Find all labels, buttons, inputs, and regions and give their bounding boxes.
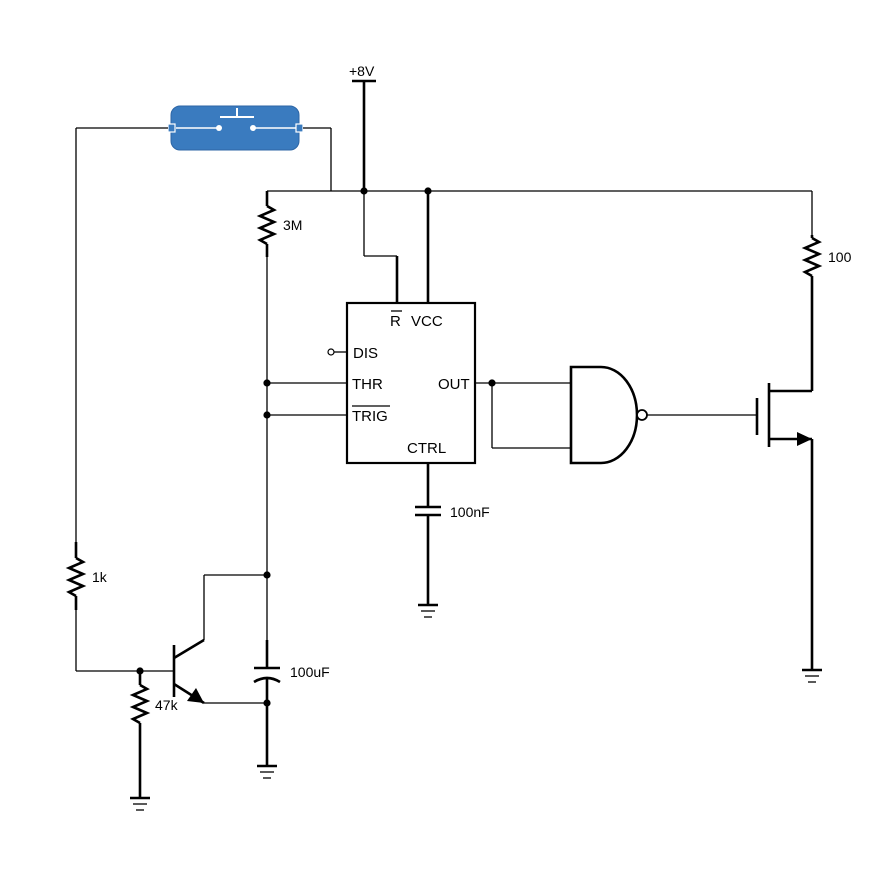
supply-label: +8V — [349, 63, 375, 79]
pin-trig-label: TRIG — [352, 408, 388, 425]
ground-icon — [802, 668, 822, 683]
timer-ic-555: R VCC DIS THR TRIG OUT CTRL — [327, 191, 571, 507]
junction-dot — [263, 411, 271, 419]
timing-node-wires — [203, 257, 347, 640]
capacitor-100nf-label: 100nF — [450, 504, 490, 520]
junction-dot — [263, 379, 271, 387]
resistor-47k-label: 47k — [155, 697, 179, 713]
ground-icon — [130, 796, 150, 811]
pin-thr-label: THR — [352, 376, 383, 393]
capacitor-100uf-label: 100uF — [290, 664, 330, 680]
npn-transistor-icon — [172, 638, 267, 705]
resistor-47k: 47k — [129, 671, 179, 798]
pin-dis-label: DIS — [353, 345, 378, 362]
nand-gate-icon — [569, 365, 757, 465]
capacitor-100uf: 100uF — [253, 640, 330, 766]
pushbutton-switch-icon[interactable] — [167, 105, 304, 151]
capacitor-100nf: 100nF — [415, 504, 490, 605]
resistor-1k: 1k — [65, 542, 174, 675]
resistor-3m-label: 3M — [283, 217, 302, 233]
n-mosfet-icon — [755, 288, 814, 670]
pin-vcc-label: VCC — [411, 313, 443, 330]
resistor-100-label: 100 — [828, 249, 852, 265]
junction-dot — [263, 699, 271, 707]
top-rail-wires — [267, 187, 813, 235]
switch-wires — [75, 127, 332, 542]
ground-icon — [418, 603, 438, 618]
pin-out-label: OUT — [438, 376, 470, 393]
ground-icon — [257, 764, 277, 779]
pin-reset-label: R — [390, 313, 401, 330]
supply-terminal: +8V — [349, 63, 376, 191]
resistor-1k-label: 1k — [92, 569, 108, 585]
pin-ctrl-label: CTRL — [407, 440, 446, 457]
resistor-100: 100 — [801, 235, 852, 288]
resistor-3m: 3M — [256, 191, 302, 257]
